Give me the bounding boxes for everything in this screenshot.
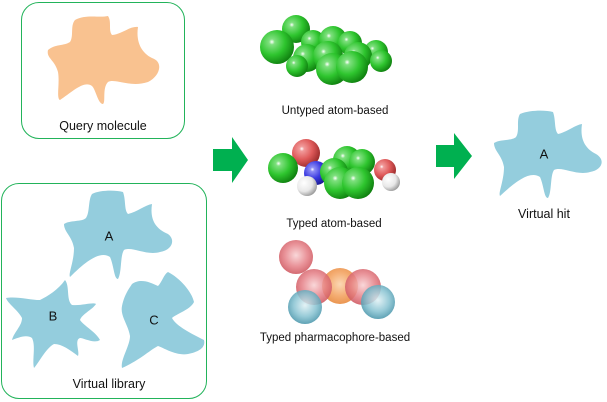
method-caption-untyped: Untyped atom-based	[281, 105, 389, 117]
query-molecule-shape	[47, 16, 160, 104]
arrow-right-icon	[213, 137, 248, 183]
virtual-hit-label: A	[539, 146, 549, 162]
method-caption-typed-atom: Typed atom-based	[286, 218, 382, 230]
pharmacophore-model	[279, 240, 395, 324]
untyped-atom-model	[260, 15, 392, 85]
virtual-library-caption: Virtual library	[72, 377, 146, 391]
query-molecule-caption: Query molecule	[59, 119, 147, 133]
arrow-right-icon	[436, 133, 472, 179]
library-molecule-c-shape	[121, 272, 205, 368]
library-molecule-c-label: C	[149, 312, 159, 328]
library-molecule-a-shape	[64, 190, 173, 279]
virtual-hit-shape	[494, 110, 602, 198]
library-molecule-a-label: A	[104, 228, 114, 244]
method-caption-pharmacophore: Typed pharmacophore-based	[259, 332, 411, 344]
typed-atom-model	[268, 139, 400, 199]
library-molecule-b-shape	[6, 280, 100, 368]
library-molecule-b-label: B	[48, 308, 58, 324]
virtual-hit-caption: Virtual hit	[518, 207, 570, 221]
